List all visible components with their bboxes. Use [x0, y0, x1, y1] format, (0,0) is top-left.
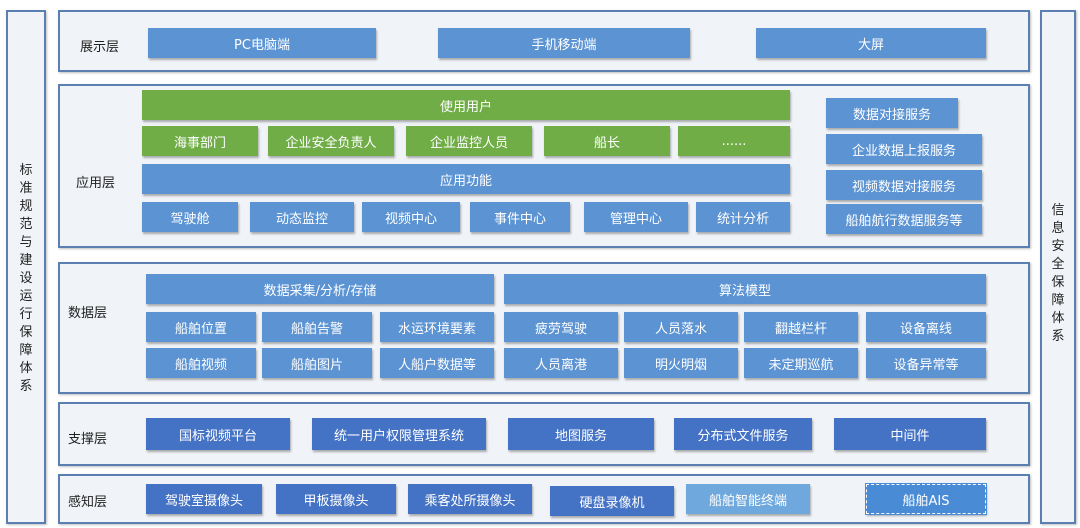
right-side-title: 信 息 安 全 保 障 体 系 — [1051, 203, 1065, 344]
presentation-layer: 展示层 PC电脑端 手机移动端 大屏 — [58, 10, 1030, 72]
data-layer: 数据层 数据采集/分析/存储 船舶位置 船舶告警 水运环境要素 船舶视频 船舶图… — [58, 262, 1030, 394]
function-box-management-center: 管理中心 — [584, 202, 688, 232]
algo-box-railing: 翻越栏杆 — [744, 312, 858, 342]
function-box-video-center: 视频中心 — [362, 202, 460, 232]
function-box-dynamic-monitor: 动态监控 — [250, 202, 354, 232]
left-side-panel: 标 准 规 范 与 建 设 运 行 保 障 体 系 — [6, 10, 46, 524]
service-box-video-docking: 视频数据对接服务 — [826, 170, 982, 200]
mobile-client-box: 手机移动端 — [438, 28, 690, 58]
functions-header-box: 应用功能 — [142, 164, 790, 194]
perception-layer-label: 感知层 — [68, 495, 108, 510]
user-box-safety-officer: 企业安全负责人 — [268, 126, 394, 156]
left-side-title: 标 准 规 范 与 建 设 运 行 保 障 体 系 — [19, 163, 33, 394]
perception-box-passenger-camera: 乘客处所摄像头 — [408, 484, 532, 514]
application-layer: 应用层 使用用户 海事部门 企业安全负责人 企业监控人员 船长 ...... 应… — [58, 84, 1030, 248]
collect-header-box: 数据采集/分析/存储 — [146, 274, 494, 304]
function-box-event-center: 事件中心 — [470, 202, 570, 232]
pc-client-box: PC电脑端 — [148, 28, 376, 58]
support-layer: 支撑层 国标视频平台 统一用户权限管理系统 地图服务 分布式文件服务 中间件 — [58, 402, 1030, 466]
perception-layer: 感知层 驾驶室摄像头 甲板摄像头 乘客处所摄像头 硬盘录像机 船舶智能终端 船舶… — [58, 474, 1030, 524]
function-box-statistics: 统计分析 — [696, 202, 790, 232]
service-box-navigation-data: 船舶航行数据服务等 — [826, 204, 982, 234]
perception-box-bridge-camera: 驾驶室摄像头 — [146, 484, 262, 514]
collect-box-people-ship-data: 人船户数据等 — [380, 348, 494, 378]
collect-box-ship-image: 船舶图片 — [262, 348, 372, 378]
collect-box-ship-position: 船舶位置 — [146, 312, 256, 342]
user-box-captain: 船长 — [544, 126, 670, 156]
algo-box-fatigue: 疲劳驾驶 — [504, 312, 618, 342]
algo-box-leave-port: 人员离港 — [504, 348, 618, 378]
right-side-panel: 信 息 安 全 保 障 体 系 — [1040, 10, 1076, 524]
user-box-maritime: 海事部门 — [142, 126, 258, 156]
perception-box-ais: 船舶AIS — [865, 483, 987, 515]
user-box-more: ...... — [678, 126, 790, 156]
service-box-data-docking: 数据对接服务 — [826, 98, 958, 128]
algo-box-device-offline: 设备离线 — [866, 312, 986, 342]
support-layer-label: 支撑层 — [68, 432, 108, 447]
collect-box-ship-video: 船舶视频 — [146, 348, 256, 378]
application-layer-label: 应用层 — [76, 176, 116, 191]
collect-box-ship-alarm: 船舶告警 — [262, 312, 372, 342]
perception-box-nvr: 硬盘录像机 — [550, 486, 674, 516]
support-box-permission-system: 统一用户权限管理系统 — [312, 418, 486, 450]
support-box-middleware: 中间件 — [834, 418, 986, 450]
collect-box-water-env: 水运环境要素 — [380, 312, 494, 342]
data-layer-label: 数据层 — [68, 306, 108, 321]
function-box-cockpit: 驾驶舱 — [142, 202, 238, 232]
perception-box-deck-camera: 甲板摄像头 — [276, 484, 396, 514]
support-box-video-platform: 国标视频平台 — [146, 418, 290, 450]
support-box-file-service: 分布式文件服务 — [674, 418, 812, 450]
algo-box-fire-smoke: 明火明烟 — [624, 348, 738, 378]
big-screen-box: 大屏 — [756, 28, 986, 58]
users-header-box: 使用用户 — [142, 90, 790, 120]
presentation-layer-label: 展示层 — [80, 40, 120, 55]
user-box-monitor-staff: 企业监控人员 — [406, 126, 532, 156]
service-box-enterprise-report: 企业数据上报服务 — [826, 134, 982, 164]
support-box-map-service: 地图服务 — [508, 418, 654, 450]
algo-box-overboard: 人员落水 — [624, 312, 738, 342]
algo-header-box: 算法模型 — [504, 274, 986, 304]
algo-box-device-abnormal: 设备异常等 — [866, 348, 986, 378]
perception-box-smart-terminal: 船舶智能终端 — [686, 484, 810, 514]
algo-box-patrol: 未定期巡航 — [744, 348, 858, 378]
